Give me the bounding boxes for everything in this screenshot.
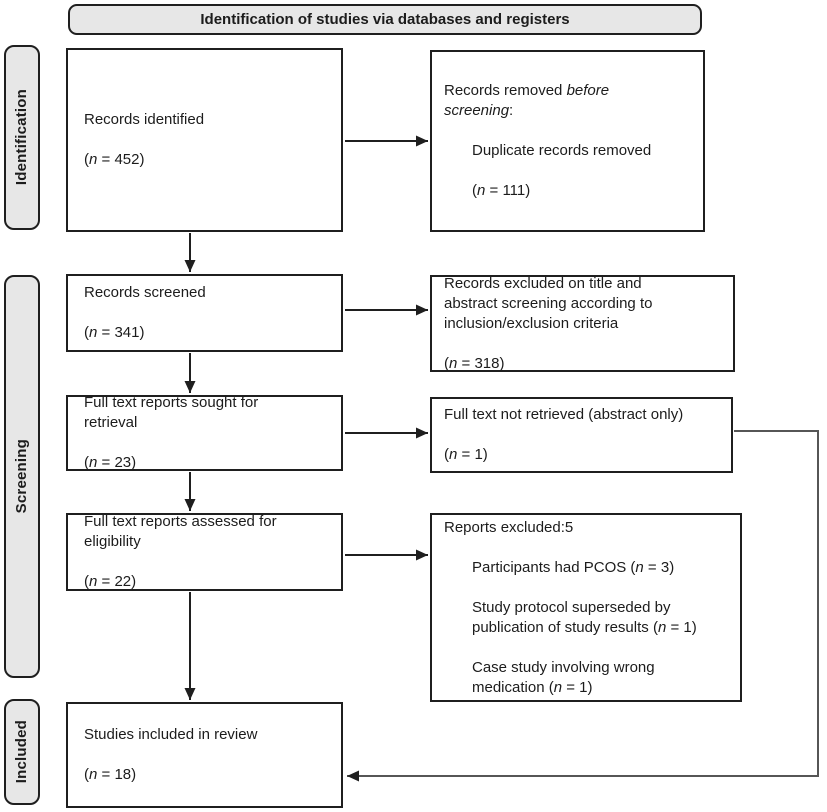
- box-not-retrieved: Full text not retrieved (abstract only) …: [430, 397, 733, 473]
- box-title: Reports excluded:5: [444, 518, 574, 536]
- stage-label-text: Screening: [13, 439, 30, 514]
- box-fulltext-assessed: Full text reports assessed for eligibili…: [66, 513, 343, 591]
- box-count: (n = 341): [84, 324, 145, 341]
- diagram-title-banner: Identification of studies via databases …: [68, 4, 702, 35]
- box-title: Studies included in review: [84, 726, 258, 743]
- box-records-removed: Records removed before screening: Duplic…: [430, 50, 705, 232]
- box-sub-item: Participants had PCOS (n = 3): [472, 558, 675, 576]
- box-title: Full text not retrieved (abstract only): [444, 406, 684, 423]
- box-count: (n = 22): [84, 573, 137, 590]
- box-title: Records removed before screening:: [444, 82, 610, 119]
- box-count: (n = 452): [84, 151, 145, 168]
- box-title: Full text reports assessed for eligibili…: [84, 513, 277, 550]
- box-count: (n = 1): [444, 446, 488, 463]
- box-count: (n = 318): [444, 354, 505, 372]
- box-title: Records identified: [84, 111, 205, 128]
- diagram-title: Identification of studies via databases …: [200, 10, 570, 28]
- box-sub-item: Duplicate records removed: [472, 142, 652, 159]
- box-reports-excluded: Reports excluded:5 Participants had PCOS…: [430, 513, 742, 702]
- box-sub-item: Case study involving wrong medication (n…: [472, 658, 655, 696]
- stage-label-screening: Screening: [4, 275, 40, 678]
- box-records-excluded: Records excluded on title and abstract s…: [430, 275, 735, 372]
- box-count: (n = 18): [84, 766, 137, 783]
- box-records-screened: Records screened (n = 341): [66, 274, 343, 352]
- box-title: Records screened: [84, 284, 206, 301]
- box-title: Records excluded on title and abstract s…: [444, 274, 653, 332]
- stage-label-text: Identification: [13, 89, 30, 186]
- box-sub-item: Study protocol superseded by publication…: [472, 598, 697, 636]
- stage-label-identification: Identification: [4, 45, 40, 230]
- box-title: Full text reports sought for retrieval: [84, 394, 259, 431]
- box-records-identified: Records identified (n = 452): [66, 48, 343, 232]
- box-count: (n = 23): [84, 454, 137, 471]
- box-count: (n = 111): [472, 182, 531, 199]
- box-studies-included: Studies included in review (n = 18): [66, 702, 343, 808]
- box-fulltext-sought: Full text reports sought for retrieval (…: [66, 394, 343, 471]
- stage-label-text: Included: [13, 720, 30, 784]
- stage-label-included: Included: [4, 699, 40, 805]
